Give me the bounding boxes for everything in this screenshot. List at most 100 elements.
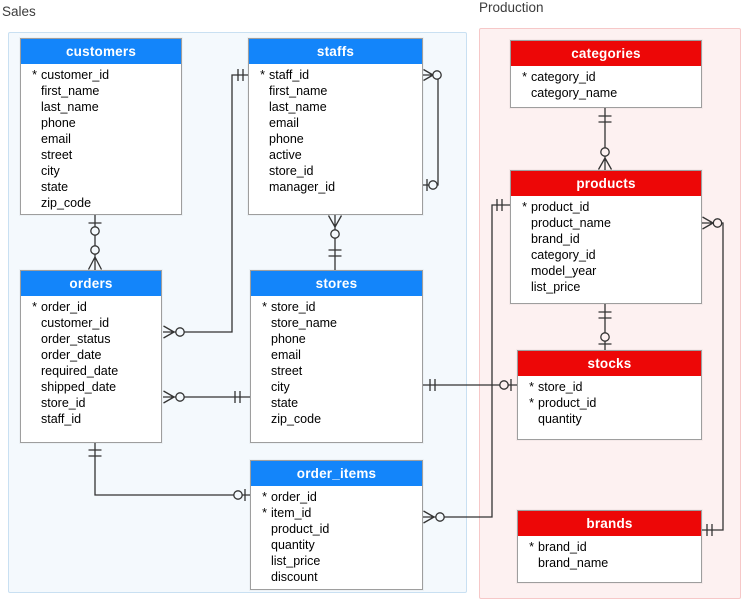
field-name: phone: [41, 116, 76, 130]
field-row[interactable]: manager_id: [249, 179, 422, 195]
field-row[interactable]: *product_id: [511, 199, 701, 215]
table-staffs-header[interactable]: staffs: [249, 39, 422, 64]
relationship-stores-staffs[interactable]: [327, 215, 343, 270]
table-stores[interactable]: stores *store_id store_name phone email …: [250, 270, 423, 443]
field-name: staff_id: [269, 68, 310, 82]
field-row[interactable]: shipped_date: [21, 379, 161, 395]
table-customers[interactable]: customers *customer_id first_name last_n…: [20, 38, 182, 215]
field-row[interactable]: *brand_id: [518, 539, 701, 555]
pk-marker: *: [262, 490, 267, 504]
field-row[interactable]: store_name: [251, 315, 422, 331]
field-name: zip_code: [41, 196, 92, 210]
field-name: city: [41, 164, 60, 178]
table-orders[interactable]: orders *order_id customer_id order_statu…: [20, 270, 162, 443]
field-row[interactable]: product_name: [511, 215, 701, 231]
field-row[interactable]: quantity: [251, 537, 422, 553]
table-stocks-header[interactable]: stocks: [518, 351, 701, 376]
field-row[interactable]: required_date: [21, 363, 161, 379]
field-row[interactable]: store_id: [21, 395, 161, 411]
field-row[interactable]: store_id: [249, 163, 422, 179]
field-name: list_price: [531, 280, 581, 294]
field-row[interactable]: last_name: [21, 99, 181, 115]
field-row[interactable]: product_id: [251, 521, 422, 537]
field-row[interactable]: email: [249, 115, 422, 131]
field-name: product_id: [538, 396, 597, 410]
table-brands[interactable]: brands *brand_id brand_name: [517, 510, 702, 583]
field-row[interactable]: *customer_id: [21, 67, 181, 83]
field-row[interactable]: email: [21, 131, 181, 147]
field-row[interactable]: *staff_id: [249, 67, 422, 83]
field-row[interactable]: list_price: [251, 553, 422, 569]
field-row[interactable]: city: [21, 163, 181, 179]
table-orders-header[interactable]: orders: [21, 271, 161, 296]
field-row[interactable]: staff_id: [21, 411, 161, 427]
pk-marker: *: [262, 506, 267, 520]
field-row[interactable]: first_name: [249, 83, 422, 99]
field-name: active: [269, 148, 302, 162]
table-stocks[interactable]: stocks *store_id *product_id quantity: [517, 350, 702, 440]
field-row[interactable]: *store_id: [251, 299, 422, 315]
table-categories-header[interactable]: categories: [511, 41, 701, 66]
field-row[interactable]: brand_id: [511, 231, 701, 247]
relationship-stores-stocks[interactable]: [423, 379, 517, 391]
field-name: store_id: [271, 300, 316, 314]
field-row[interactable]: brand_name: [518, 555, 701, 571]
table-stores-header[interactable]: stores: [251, 271, 422, 296]
field-name: street: [271, 364, 303, 378]
table-staffs[interactable]: staffs *staff_id first_name last_name em…: [248, 38, 423, 215]
field-row[interactable]: first_name: [21, 83, 181, 99]
table-order-items-header[interactable]: order_items: [251, 461, 422, 486]
relationship-customers-orders[interactable]: [87, 215, 103, 270]
field-name: model_year: [531, 264, 597, 278]
field-row[interactable]: email: [251, 347, 422, 363]
field-row[interactable]: category_id: [511, 247, 701, 263]
table-customers-header[interactable]: customers: [21, 39, 181, 64]
field-row[interactable]: street: [251, 363, 422, 379]
relationship-products-order-items[interactable]: [423, 199, 510, 524]
field-name: quantity: [538, 412, 582, 426]
field-row[interactable]: zip_code: [21, 195, 181, 211]
field-row[interactable]: state: [21, 179, 181, 195]
field-row[interactable]: active: [249, 147, 422, 163]
relationship-categories-products[interactable]: [597, 108, 613, 170]
field-row[interactable]: *store_id: [518, 379, 701, 395]
field-row[interactable]: zip_code: [251, 411, 422, 427]
field-row[interactable]: phone: [251, 331, 422, 347]
field-row[interactable]: category_name: [511, 85, 701, 101]
field-row[interactable]: city: [251, 379, 422, 395]
table-order-items[interactable]: order_items *order_id *item_id product_i…: [250, 460, 423, 590]
field-row[interactable]: order_status: [21, 331, 161, 347]
field-row[interactable]: *order_id: [21, 299, 161, 315]
relationship-staffs-self[interactable]: [423, 68, 442, 192]
table-products[interactable]: products *product_id product_name brand_…: [510, 170, 702, 304]
relationship-staffs-orders[interactable]: [163, 69, 248, 339]
field-row[interactable]: order_date: [21, 347, 161, 363]
relationship-orders-order-items[interactable]: [88, 443, 251, 501]
field-row[interactable]: model_year: [511, 263, 701, 279]
field-row[interactable]: *item_id: [251, 505, 422, 521]
table-categories[interactable]: categories *category_id category_name: [510, 40, 702, 108]
relationship-stores-orders[interactable]: [163, 390, 250, 404]
field-name: customer_id: [41, 68, 110, 82]
field-row[interactable]: list_price: [511, 279, 701, 295]
field-row[interactable]: state: [251, 395, 422, 411]
field-row[interactable]: last_name: [249, 99, 422, 115]
field-row[interactable]: discount: [251, 569, 422, 585]
field-name: state: [41, 180, 69, 194]
table-products-header[interactable]: products: [511, 171, 701, 196]
field-name: list_price: [271, 554, 321, 568]
pk-marker: *: [522, 70, 527, 84]
field-name: street: [41, 148, 73, 162]
field-row[interactable]: *category_id: [511, 69, 701, 85]
field-row[interactable]: phone: [21, 115, 181, 131]
field-row[interactable]: *product_id: [518, 395, 701, 411]
field-row[interactable]: *order_id: [251, 489, 422, 505]
field-row[interactable]: customer_id: [21, 315, 161, 331]
field-row[interactable]: phone: [249, 131, 422, 147]
relationship-products-stocks[interactable]: [598, 304, 612, 350]
table-brands-header[interactable]: brands: [518, 511, 701, 536]
sales-group-label: Sales: [2, 4, 36, 19]
relationship-brands-products[interactable]: [702, 216, 724, 536]
field-row[interactable]: quantity: [518, 411, 701, 427]
field-row[interactable]: street: [21, 147, 181, 163]
